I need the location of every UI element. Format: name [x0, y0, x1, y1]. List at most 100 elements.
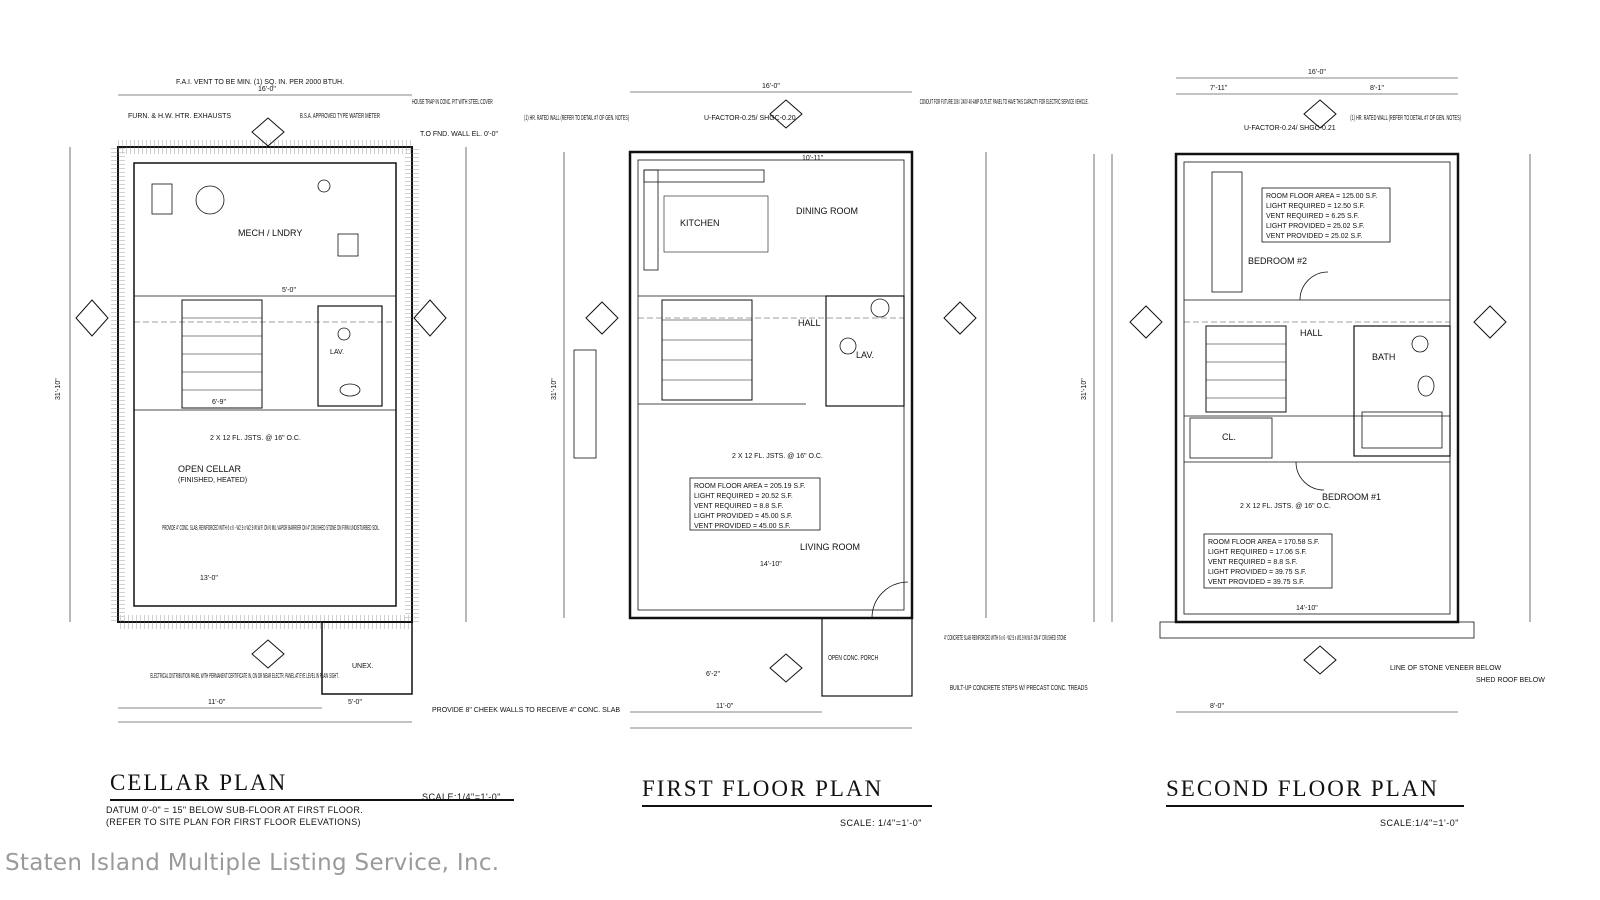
second-dim-width: 16'-0"	[1308, 69, 1326, 76]
cellar-note-fai: F.A.I. VENT TO BE MIN. (1) SQ. IN. PER 2…	[176, 79, 344, 86]
cellar-note-slab: PROVIDE 4" CONC. SLAB, REINFORCED WITH 6…	[162, 525, 380, 533]
second-bath-toilet	[1417, 375, 1435, 397]
cellar-dim-height: 31'-10"	[55, 378, 62, 400]
first-schedule-line-1: ROOM FLOOR AREA = 205.19 S.F.	[694, 483, 806, 490]
section-marker	[75, 299, 109, 337]
cellar-room-mech: MECH / LNDRY	[238, 228, 302, 238]
first-lav-fixture	[870, 298, 890, 318]
second-br1-schedule-4: LIGHT PROVIDED = 39.75 S.F.	[1208, 569, 1307, 576]
first-note-slab: 4" CONCRETE SLAB REINFORCED WITH 6 x 6 -…	[944, 635, 1067, 643]
second-br1-schedule-1: ROOM FLOOR AREA = 170.58 S.F.	[1208, 539, 1320, 546]
first-dim-width: 16'-0"	[762, 83, 780, 90]
cellar-room-open-cellar-sub: (FINISHED, HEATED)	[178, 477, 247, 484]
first-kitchen-counter-top	[643, 169, 765, 183]
second-dim-inner-width: 14'-10"	[1296, 605, 1318, 612]
cellar-furnace	[151, 183, 173, 215]
cellar-dim-bottom: 11'-0"	[208, 699, 226, 706]
first-room-dining: DINING ROOM	[796, 206, 858, 216]
cellar-room-open-cellar: OPEN CELLAR	[178, 464, 242, 474]
first-inner-wall	[637, 159, 905, 611]
cellar-lav-toilet	[339, 383, 361, 397]
second-room-br2: BEDROOM #2	[1248, 256, 1307, 266]
first-dim-bottom: 11'-0"	[716, 703, 734, 710]
second-closet-br2	[1211, 171, 1243, 293]
second-dim-height: 31'-10"	[1081, 378, 1088, 400]
first-outer-wall	[628, 150, 914, 620]
second-room-cl: CL.	[1222, 432, 1236, 442]
cellar-datum-line-1: DATUM 0'-0" = 15" BELOW SUB-FLOOR AT FIR…	[106, 805, 363, 815]
second-br2-schedule-4: LIGHT PROVIDED = 25.02 S.F.	[1266, 223, 1365, 230]
cellar-dim-bottom-porch: 5'-0"	[348, 699, 362, 706]
cellar-outer-wall	[117, 146, 413, 623]
first-note-rated-wall: (1) HR. RATED WALL (REFER TO DETAIL #7 O…	[524, 115, 629, 123]
second-floor-plan	[1093, 77, 1531, 713]
second-stair	[1205, 325, 1287, 413]
cellar-room-unex: UNEX.	[352, 663, 373, 670]
first-room-lav: LAV.	[856, 350, 874, 360]
section-marker	[585, 301, 619, 335]
second-door-swing	[1295, 461, 1325, 491]
first-room-hall: HALL	[798, 318, 821, 328]
cellar-water-heater	[195, 185, 225, 215]
second-note-ufactor: U-FACTOR-0.24/ SHGC-0.21	[1244, 125, 1336, 132]
second-bath-room	[1353, 325, 1451, 457]
first-note-joists: 2 X 12 FL. JSTS. @ 16" O.C.	[732, 453, 823, 460]
cellar-room-lav: LAV.	[330, 349, 344, 356]
cellar-washer	[337, 233, 359, 257]
cellar-unex-area	[321, 621, 413, 695]
second-room-br1: BEDROOM #1	[1322, 492, 1381, 502]
second-shed-roof	[1159, 621, 1475, 639]
first-lav-room	[825, 295, 905, 407]
cellar-dim-inner-b: 5'-0"	[282, 287, 296, 294]
cellar-inner-wall	[133, 162, 397, 607]
first-schedule-line-5: VENT PROVIDED = 45.00 S.F.	[694, 523, 791, 530]
section-marker	[769, 653, 803, 683]
cellar-note-fnd-wall: T.O FND. WALL EL. 0'-0"	[420, 131, 499, 138]
first-door-swing	[871, 581, 909, 619]
first-kitchen-island	[663, 195, 769, 253]
cellar-hatch-band	[111, 140, 419, 629]
section-marker	[251, 117, 285, 147]
first-floor-plan-title: FIRST FLOOR PLAN	[642, 776, 932, 807]
first-stair	[661, 299, 753, 401]
first-note-ufactor: U-FACTOR-0.25/ SHGC-0.20	[704, 115, 796, 122]
second-br1-schedule-2: LIGHT REQUIRED = 17.06 S.F.	[1208, 549, 1307, 556]
first-floor-plan-scale: SCALE: 1/4"=1'-0"	[840, 818, 922, 828]
second-floor-plan-title: SECOND FLOOR PLAN	[1166, 776, 1464, 807]
cellar-note-house-trap: HOUSE TRAP IN CONC. PIT WITH STEEL COVER	[412, 99, 493, 107]
second-bath-sink	[1411, 335, 1429, 353]
second-note-rated-wall: (1) HR. RATED WALL (REFER TO DETAIL #7 O…	[1350, 115, 1461, 122]
second-br2-schedule-3: VENT REQUIRED = 6.25 S.F.	[1266, 213, 1359, 220]
second-br2-schedule-1: ROOM FLOOR AREA = 125.00 S.F.	[1266, 193, 1378, 200]
cellar-plan-title: CELLAR PLAN	[110, 770, 514, 801]
second-floor-plan-scale: SCALE:1/4"=1'-0"	[1380, 818, 1459, 828]
second-room-bath: BATH	[1372, 352, 1395, 362]
first-dim-right-a: 10'-11"	[802, 155, 824, 162]
section-marker	[251, 639, 285, 669]
cellar-note-exhausts: FURN. & H.W. HTR. EXHAUSTS	[128, 113, 231, 120]
cellar-note-joists: 2 X 12 FL. JSTS. @ 16" O.C.	[210, 435, 301, 442]
section-marker	[1473, 305, 1507, 339]
second-closet	[1189, 417, 1273, 459]
first-schedule-line-3: VENT REQUIRED = 8.8 S.F.	[694, 503, 783, 510]
first-floor-plan	[563, 91, 987, 729]
first-note-conduit: CONDUIT FOR FUTURE 208 / 240V 40-AMP OUT…	[920, 99, 1089, 107]
first-schedule-line-4: LIGHT PROVIDED = 45.00 S.F.	[694, 513, 793, 520]
second-note-stone-veneer: LINE OF STONE VENEER BELOW	[1390, 665, 1502, 672]
cellar-meter	[317, 179, 331, 193]
second-note-shed-roof: SHED ROOF BELOW	[1476, 677, 1545, 684]
first-room-living: LIVING ROOM	[800, 542, 860, 552]
second-dim-left-part: 7'-11"	[1210, 85, 1228, 92]
second-br2-schedule-5: VENT PROVIDED = 25.02 S.F.	[1266, 233, 1363, 240]
first-kitchen-counter	[643, 169, 659, 271]
section-marker	[1303, 99, 1337, 129]
mls-watermark: Staten Island Multiple Listing Service, …	[5, 850, 500, 876]
second-br1-schedule-3: VENT REQUIRED = 8.8 S.F.	[1208, 559, 1297, 566]
first-dim-living: 14'-10"	[760, 561, 782, 568]
cellar-plan	[69, 94, 467, 723]
first-dim-porch: 6'-2"	[706, 671, 720, 678]
first-lav-toilet	[839, 337, 857, 355]
cellar-dim-inner-c: 13'-0"	[200, 575, 218, 582]
cellar-lav-sink	[337, 327, 351, 341]
second-bathtub	[1361, 411, 1443, 449]
